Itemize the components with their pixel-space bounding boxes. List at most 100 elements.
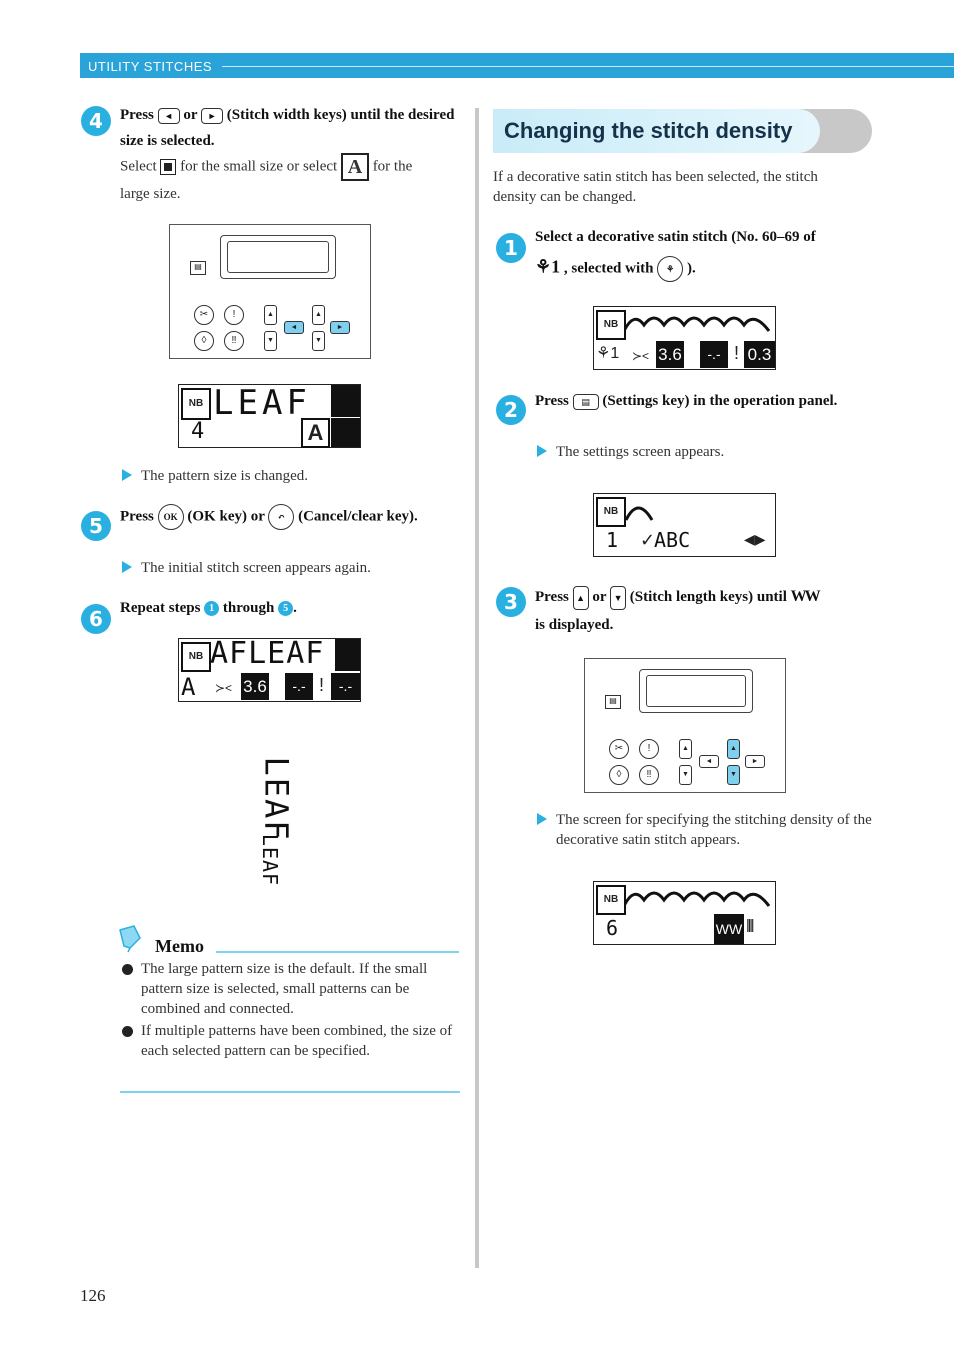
header-bar [80, 53, 954, 78]
pattern-mode-icon: NB [181, 388, 211, 420]
stitch-up-key-icon[interactable]: ▲ [679, 739, 692, 759]
width-left-key-icon[interactable]: ◄ [284, 321, 304, 334]
scissors-icon[interactable]: ✂ [194, 305, 214, 325]
result-arrow-icon [537, 445, 547, 457]
step4-instruction: Press ◄ or ► (Stitch width keys) until t… [120, 107, 455, 149]
memo-bottom-rule [120, 1091, 460, 1093]
scallop-stitch-icon [624, 891, 771, 907]
settings-key-icon[interactable]: ▤ [605, 695, 621, 709]
scissors-icon[interactable]: ✂ [609, 739, 629, 759]
step1-instruction: Select a decorative satin stitch (No. 60… [535, 229, 816, 245]
step6-instruction: Repeat steps 1 through 5. [120, 600, 297, 617]
stitched-sample: LEAF LEAF [257, 756, 296, 887]
title-band [493, 109, 820, 153]
cancel-key-icon: ↶ [268, 504, 295, 530]
density-icon: WW [714, 914, 744, 944]
width-value: 3.6 [241, 673, 269, 700]
lcd-settings: NB 1 ✓ ABC ◀▶ [593, 493, 776, 557]
satin-stitch-icon: ⚘1 [535, 256, 561, 277]
settings-key-icon: ▤ [572, 393, 599, 410]
width-right-key-icon[interactable]: ► [330, 321, 350, 334]
large-size-icon: A [301, 418, 330, 448]
lcd-satin: NB ⚘1 ≻< 3.6 -.- ! 0.3 [593, 306, 776, 370]
settings-key-icon[interactable]: ▤ [190, 261, 206, 275]
step-number-4: 4 [81, 106, 111, 136]
needle-key-icon[interactable]: ! [224, 305, 244, 325]
memo-item: The large pattern size is the default. I… [141, 961, 428, 1017]
scallop-stitch-icon [624, 316, 771, 332]
lcd-frame [220, 235, 336, 279]
step-ref-5: 5 [278, 601, 294, 617]
stitch-down-key-icon[interactable]: ▼ [679, 765, 692, 785]
right-arrow-key-icon: ► [201, 107, 224, 124]
length-up-key-icon[interactable]: ▲ [312, 305, 325, 325]
column-divider [475, 108, 479, 1268]
step-ref-1: 1 [204, 601, 220, 617]
step1-instruction-2: ⚘1 , selected with ⚘ ). [535, 256, 696, 282]
ok-key-icon: OK [157, 504, 184, 530]
down-arrow-key-icon: ▼ [610, 585, 627, 610]
section-title: UTILITY STITCHES [88, 59, 213, 74]
lcd-density: NB 6 WW |||| [593, 881, 776, 945]
density-icon: WW [790, 588, 821, 605]
mirror-icon[interactable]: ◊ [609, 765, 629, 785]
stitch-down-key-icon[interactable]: ▼ [264, 331, 277, 351]
memo-icon [114, 924, 142, 953]
large-size-icon: A [340, 153, 369, 181]
result-text: The settings screen appears. [556, 444, 725, 460]
length-value: 0.3 [744, 341, 775, 368]
page-number: 126 [80, 1286, 106, 1305]
intro-text: If a decorative satin stitch has been se… [493, 169, 818, 205]
up-arrow-key-icon: ▲ [572, 585, 589, 610]
step2-instruction: Press ▤ (Settings key) in the operation … [535, 393, 838, 410]
memo-rule [216, 951, 459, 953]
pattern-mode-icon: NB [596, 885, 626, 915]
needle-key-icon[interactable]: ! [639, 739, 659, 759]
step5-instruction: Press OK (OK key) or ↶ (Cancel/clear key… [120, 504, 465, 530]
twin-needle-icon[interactable]: ‼ [639, 765, 659, 785]
step-number-5: 5 [81, 511, 111, 541]
length-down-key-icon[interactable]: ▼ [727, 765, 740, 785]
pattern-mode-icon: NB [596, 497, 626, 527]
step-number-3: 3 [496, 587, 526, 617]
header-rule [222, 66, 954, 67]
bullet [122, 964, 133, 975]
lcd-leaf: NB LEAF 4 A [178, 383, 361, 448]
mirror-icon[interactable]: ◊ [194, 331, 214, 351]
result-arrow-icon [122, 469, 132, 481]
section-heading: Changing the stitch density [504, 118, 793, 143]
stitch-up-key-icon[interactable]: ▲ [264, 305, 277, 325]
length-down-key-icon[interactable]: ▼ [312, 331, 325, 351]
operation-panel: ▤ ✂ ! ◊ ‼ ▲ ▼ ▲ ▼ ◄ ► [169, 224, 371, 359]
step-number-2: 2 [496, 395, 526, 425]
left-arrow-key-icon: ◄ [157, 107, 180, 124]
result-text: The initial stitch screen appears again. [141, 560, 371, 576]
check-icon: ✓ [640, 530, 656, 550]
step-number-1: 1 [496, 233, 526, 263]
length-up-key-icon[interactable]: ▲ [727, 739, 740, 759]
width-value: 3.6 [656, 341, 684, 368]
twin-needle-icon[interactable]: ‼ [224, 331, 244, 351]
step3-instruction: Press ▲ or ▼ (Stitch length keys) until … [535, 583, 875, 639]
satin-stitch-icon: ⚘1 [596, 345, 620, 362]
step-number-6: 6 [81, 604, 111, 634]
memo-item: If multiple patterns have been combined,… [141, 1023, 453, 1059]
operation-panel: ▤ ✂ ! ◊ ‼ ▲ ▼ ▲ ▼ ◄ ► [584, 658, 786, 793]
left-right-arrows-icon: ◀▶ [744, 531, 766, 547]
result-arrow-icon [122, 561, 132, 573]
width-right-key-icon[interactable]: ► [745, 755, 765, 768]
small-size-icon [160, 159, 177, 175]
lcd-afleaf: NB AFLEAF A ≻< 3.6 -.- ! -.- [178, 636, 361, 702]
lcd-frame [639, 669, 753, 713]
step4-body: Select for the small size or select A fo… [120, 153, 465, 207]
pattern-key-icon: ⚘ [657, 256, 684, 282]
zigzag-icon: ≻< [215, 681, 233, 695]
zigzag-icon: ≻< [632, 349, 650, 363]
bullet [122, 1026, 133, 1037]
result-arrow-icon [537, 813, 547, 825]
result-text: The screen for specifying the stitching … [556, 812, 872, 848]
width-left-key-icon[interactable]: ◄ [699, 755, 719, 768]
pattern-mode-icon: NB [181, 642, 211, 672]
memo-title: Memo [155, 936, 204, 956]
scallop-stitch-icon [624, 506, 654, 521]
